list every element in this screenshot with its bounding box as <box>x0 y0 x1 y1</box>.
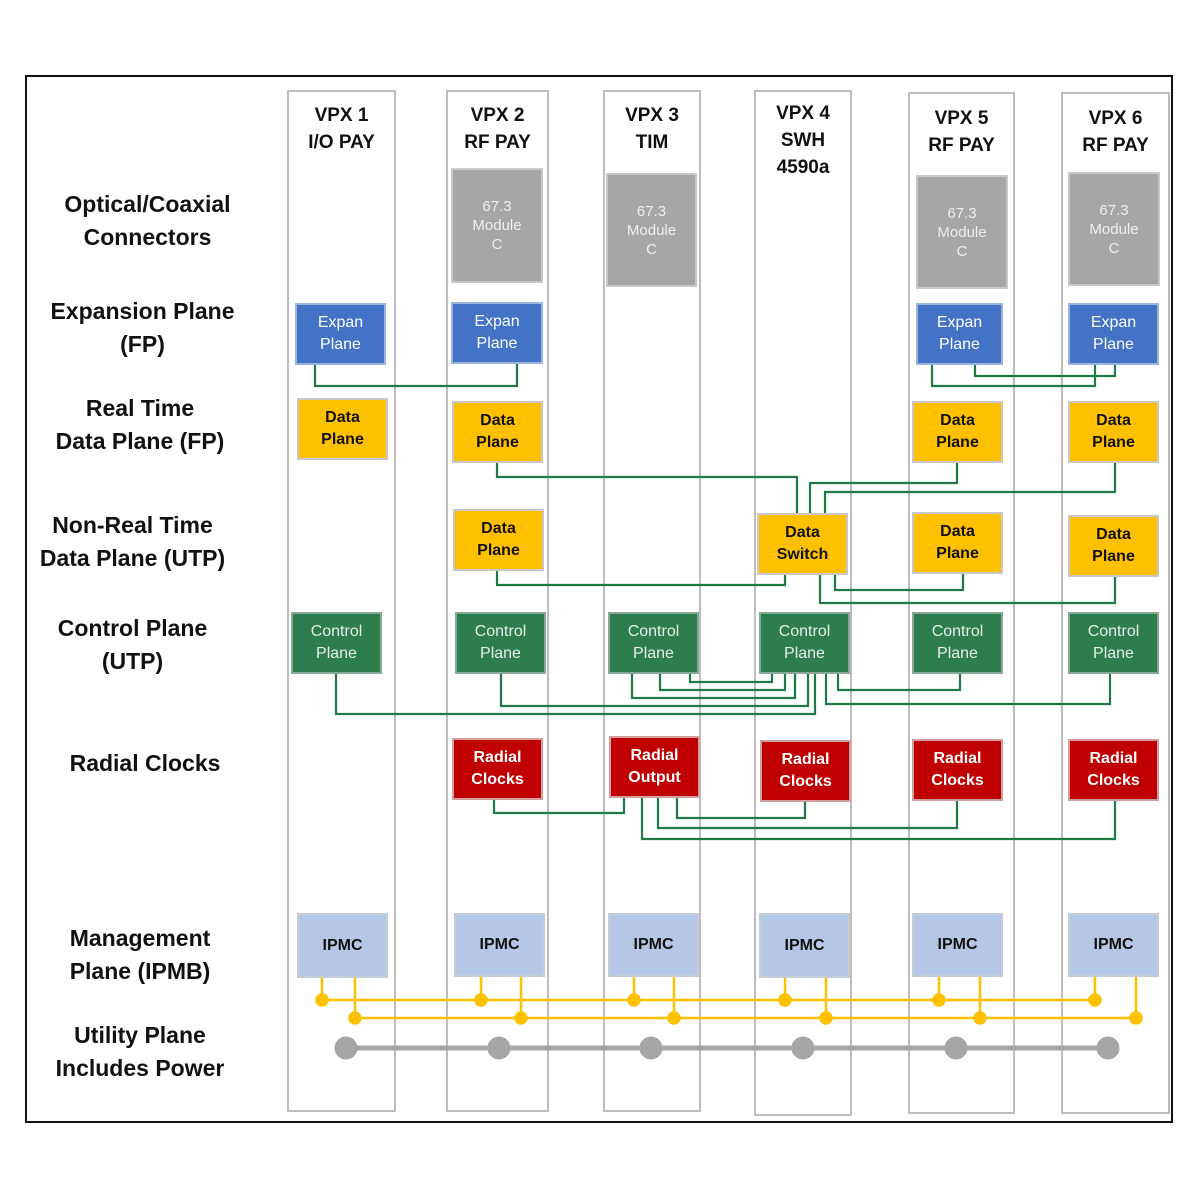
wire-ctrl-vpx3-b <box>658 674 787 692</box>
control-plane-vpx1: Control Plane <box>291 612 382 674</box>
optical-module-vpx5: 67.3 Module C <box>916 175 1008 289</box>
nonrealtime-data-plane-vpx6: Data Plane <box>1068 515 1159 577</box>
wire-expansion-vpx1-vpx2 <box>313 364 519 388</box>
radial-output-vpx3: Radial Output <box>609 736 700 798</box>
slot-title: VPX 5 RF PAY <box>928 108 995 156</box>
wire-expansion-vpx5-vpx6-b <box>973 365 1117 378</box>
wire-clk-vpx5 <box>656 798 959 830</box>
ipmc-vpx1: IPMC <box>297 913 388 978</box>
expansion-plane-vpx6: Expan Plane <box>1068 303 1159 365</box>
row-label-realtime: Real Time Data Plane (FP) <box>55 395 225 454</box>
expansion-plane-vpx1: Expan Plane <box>295 303 386 365</box>
wire-nrt-vpx5-switch <box>833 574 965 592</box>
control-plane-vpx6: Control Plane <box>1068 612 1159 674</box>
slot-title: VPX 1 I/O PAY <box>308 105 375 153</box>
slot-title: VPX 3 TIM <box>625 105 679 153</box>
wire-ctrl-vpx2 <box>499 674 810 708</box>
ipmc-vpx2: IPMC <box>454 913 545 977</box>
wire-ctrl-vpx3-a <box>630 674 797 700</box>
slot-title: VPX 2 RF PAY <box>464 105 531 153</box>
wire-ctrl-vpx3-c <box>688 674 774 684</box>
row-label-control: Control Plane (UTP) <box>57 615 208 674</box>
wire-ctrl-vpx1 <box>334 674 817 716</box>
optical-module-vpx3: 67.3 Module C <box>606 173 697 287</box>
wire-clk-vpx2 <box>492 798 626 815</box>
optical-module-vpx6: 67.3 Module C <box>1068 172 1160 286</box>
nonrealtime-data-plane-vpx5: Data Plane <box>912 512 1003 574</box>
wire-rt-vpx2-switch <box>495 463 799 513</box>
ipmb-bus <box>315 977 1143 1025</box>
row-label-nonrealtime: Non-Real Time Data Plane (UTP) <box>39 512 226 571</box>
row-label-expansion: Expansion Plane (FP) <box>50 298 235 357</box>
radial-clocks-vpx6: Radial Clocks <box>1068 739 1159 801</box>
radial-clocks-vpx5: Radial Clocks <box>912 739 1003 801</box>
realtime-data-plane-vpx5: Data Plane <box>912 401 1003 463</box>
slot-title: VPX 6 RF PAY <box>1082 108 1149 156</box>
control-plane-vpx4: Control Plane <box>759 612 850 674</box>
control-plane-vpx2: Control Plane <box>455 612 546 674</box>
wire-clk-vpx6 <box>640 798 1117 841</box>
control-plane-vpx5: Control Plane <box>912 612 1003 674</box>
power-bus <box>334 1036 1120 1060</box>
row-label-management: Management Plane (IPMB) <box>69 925 211 984</box>
realtime-data-plane-vpx6: Data Plane <box>1068 401 1159 463</box>
wire-nrt-vpx6-switch <box>818 575 1117 605</box>
wire-clk-vpx4 <box>675 798 807 820</box>
radial-clocks-vpx4: Radial Clocks <box>760 740 851 802</box>
diagram-frame <box>25 75 1173 1123</box>
row-label-optical: Optical/Coaxial Connectors <box>64 191 231 250</box>
row-label-clocks: Radial Clocks <box>69 750 221 776</box>
optical-module-vpx2: 67.3 Module C <box>451 168 543 283</box>
wire-ctrl-vpx6 <box>824 674 1112 706</box>
expansion-plane-vpx5: Expan Plane <box>916 303 1003 365</box>
slot-title: VPX 4 SWH 4590a <box>776 103 830 178</box>
wire-ctrl-vpx5 <box>836 674 962 692</box>
ipmc-vpx3: IPMC <box>608 913 699 977</box>
data-switch-vpx4: Data Switch <box>757 513 848 575</box>
ipmc-vpx4: IPMC <box>759 913 850 978</box>
wire-rt-vpx5-switch <box>808 463 959 513</box>
wire-nrt-vpx2-switch <box>495 571 787 587</box>
realtime-data-plane-vpx1: Data Plane <box>297 398 388 460</box>
wire-rt-vpx6-switch <box>823 463 1117 513</box>
row-label-utility: Utility Plane Includes Power <box>55 1022 225 1081</box>
nonrealtime-data-plane-vpx2: Data Plane <box>453 509 544 571</box>
radial-clocks-vpx2: Radial Clocks <box>452 738 543 800</box>
realtime-data-plane-vpx2: Data Plane <box>452 401 543 463</box>
ipmc-vpx6: IPMC <box>1068 913 1159 977</box>
ipmc-vpx5: IPMC <box>912 913 1003 977</box>
green-wires <box>313 364 1117 841</box>
control-plane-vpx3: Control Plane <box>608 612 699 674</box>
expansion-plane-vpx2: Expan Plane <box>451 302 543 364</box>
